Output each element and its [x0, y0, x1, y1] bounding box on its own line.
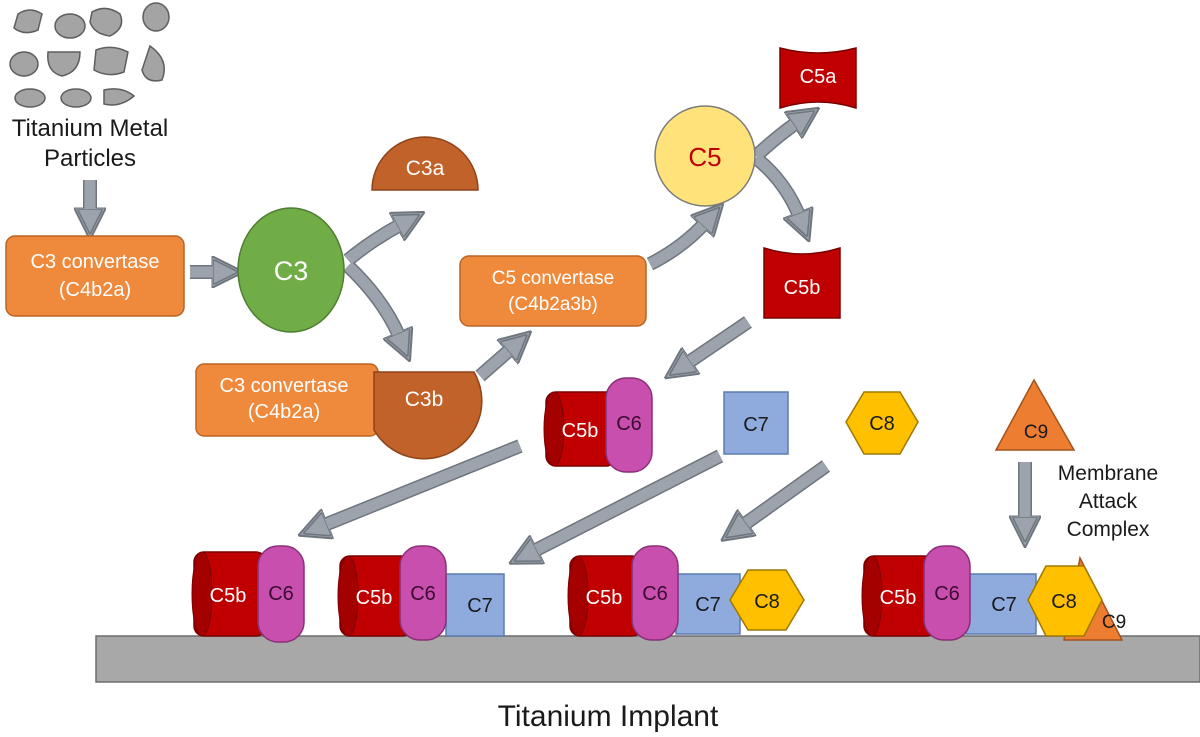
mac-label-line1: Membrane	[1058, 462, 1158, 485]
c5b-node: C5b	[763, 246, 841, 319]
c3b-label: C3b	[405, 388, 444, 411]
c3-convertase-2-label-line2: (C4b2a)	[248, 401, 320, 423]
c5-convertase-label-line2: (C4b2a3b)	[508, 294, 598, 315]
arrows	[90, 122, 1025, 552]
complex-c6-label: C6	[616, 413, 642, 435]
implant-complex-c5b-c6: C5b C6	[191, 545, 305, 643]
ic2-c7-label: C7	[467, 595, 493, 617]
c3-convertase-box: C3 convertase (C4b2a)	[5, 235, 185, 317]
c5-node: C5	[654, 105, 756, 207]
particles-label-line2: Particles	[44, 145, 136, 172]
c3-node: C3	[237, 207, 345, 333]
c7-label: C7	[743, 414, 769, 436]
ic4-c8-label: C8	[1051, 591, 1077, 613]
ic3-c5b-label: C5b	[586, 587, 623, 609]
c3a-label: C3a	[406, 157, 445, 180]
ic4-c7-label: C7	[991, 594, 1017, 616]
c7-node: C7	[723, 391, 789, 455]
c3-convertase-label-line2: (C4b2a)	[59, 279, 131, 301]
implant-complex-c5b-c6-c7: C5b C7 C6	[337, 545, 505, 641]
c5-label: C5	[688, 142, 721, 172]
ic3-c8-label: C8	[754, 591, 780, 613]
c5-convertase-box: C5 convertase (C4b2a3b)	[459, 255, 647, 327]
ic3-c6-label: C6	[642, 583, 668, 605]
c5-convertase-label-line1: C5 convertase	[492, 268, 615, 289]
c3a-node: C3a	[371, 136, 479, 191]
implant-complex-mac: C5b C7 C6 C9 C8	[861, 545, 1126, 641]
ic2-c5b-label: C5b	[356, 587, 393, 609]
c5b-label: C5b	[784, 277, 821, 299]
c3-convertase-2-label-line1: C3 convertase	[220, 375, 349, 397]
c3-convertase-label-line1: C3 convertase	[31, 251, 160, 273]
ic4-c5b-label: C5b	[880, 587, 917, 609]
c3-label: C3	[274, 256, 309, 286]
ic2-c6-label: C6	[410, 583, 436, 605]
ic4-c6-label: C6	[934, 583, 960, 605]
complex-c5b-label: C5b	[562, 420, 599, 442]
c5a-label: C5a	[800, 66, 838, 88]
titanium-particles	[9, 2, 170, 108]
titanium-implant-surface	[95, 635, 1200, 683]
ic1-c6-label: C6	[268, 583, 294, 605]
ic3-c7-label: C7	[695, 594, 721, 616]
c5a-node: C5a	[779, 47, 857, 110]
ic4-c9-label: C9	[1102, 612, 1126, 633]
ic1-c5b-label: C5b	[210, 585, 247, 607]
c3-convertase-c3b-complex: C3 convertase (C4b2a) C3b	[195, 363, 483, 460]
implant-complex-c5b-c6-c7-c8: C5b C7 C6 C8	[567, 545, 805, 641]
c9-node: C9	[994, 378, 1076, 451]
particles-label-line1: Titanium Metal	[12, 115, 169, 142]
c8-node: C8	[845, 391, 919, 455]
c9-label: C9	[1024, 422, 1048, 443]
implant-label: Titanium Implant	[498, 700, 719, 733]
mac-label-line2: Attack	[1079, 490, 1138, 513]
mac-label-line3: Complex	[1067, 518, 1150, 541]
c5b-c6-complex: C5b C6	[543, 377, 653, 473]
c8-label: C8	[869, 413, 895, 435]
